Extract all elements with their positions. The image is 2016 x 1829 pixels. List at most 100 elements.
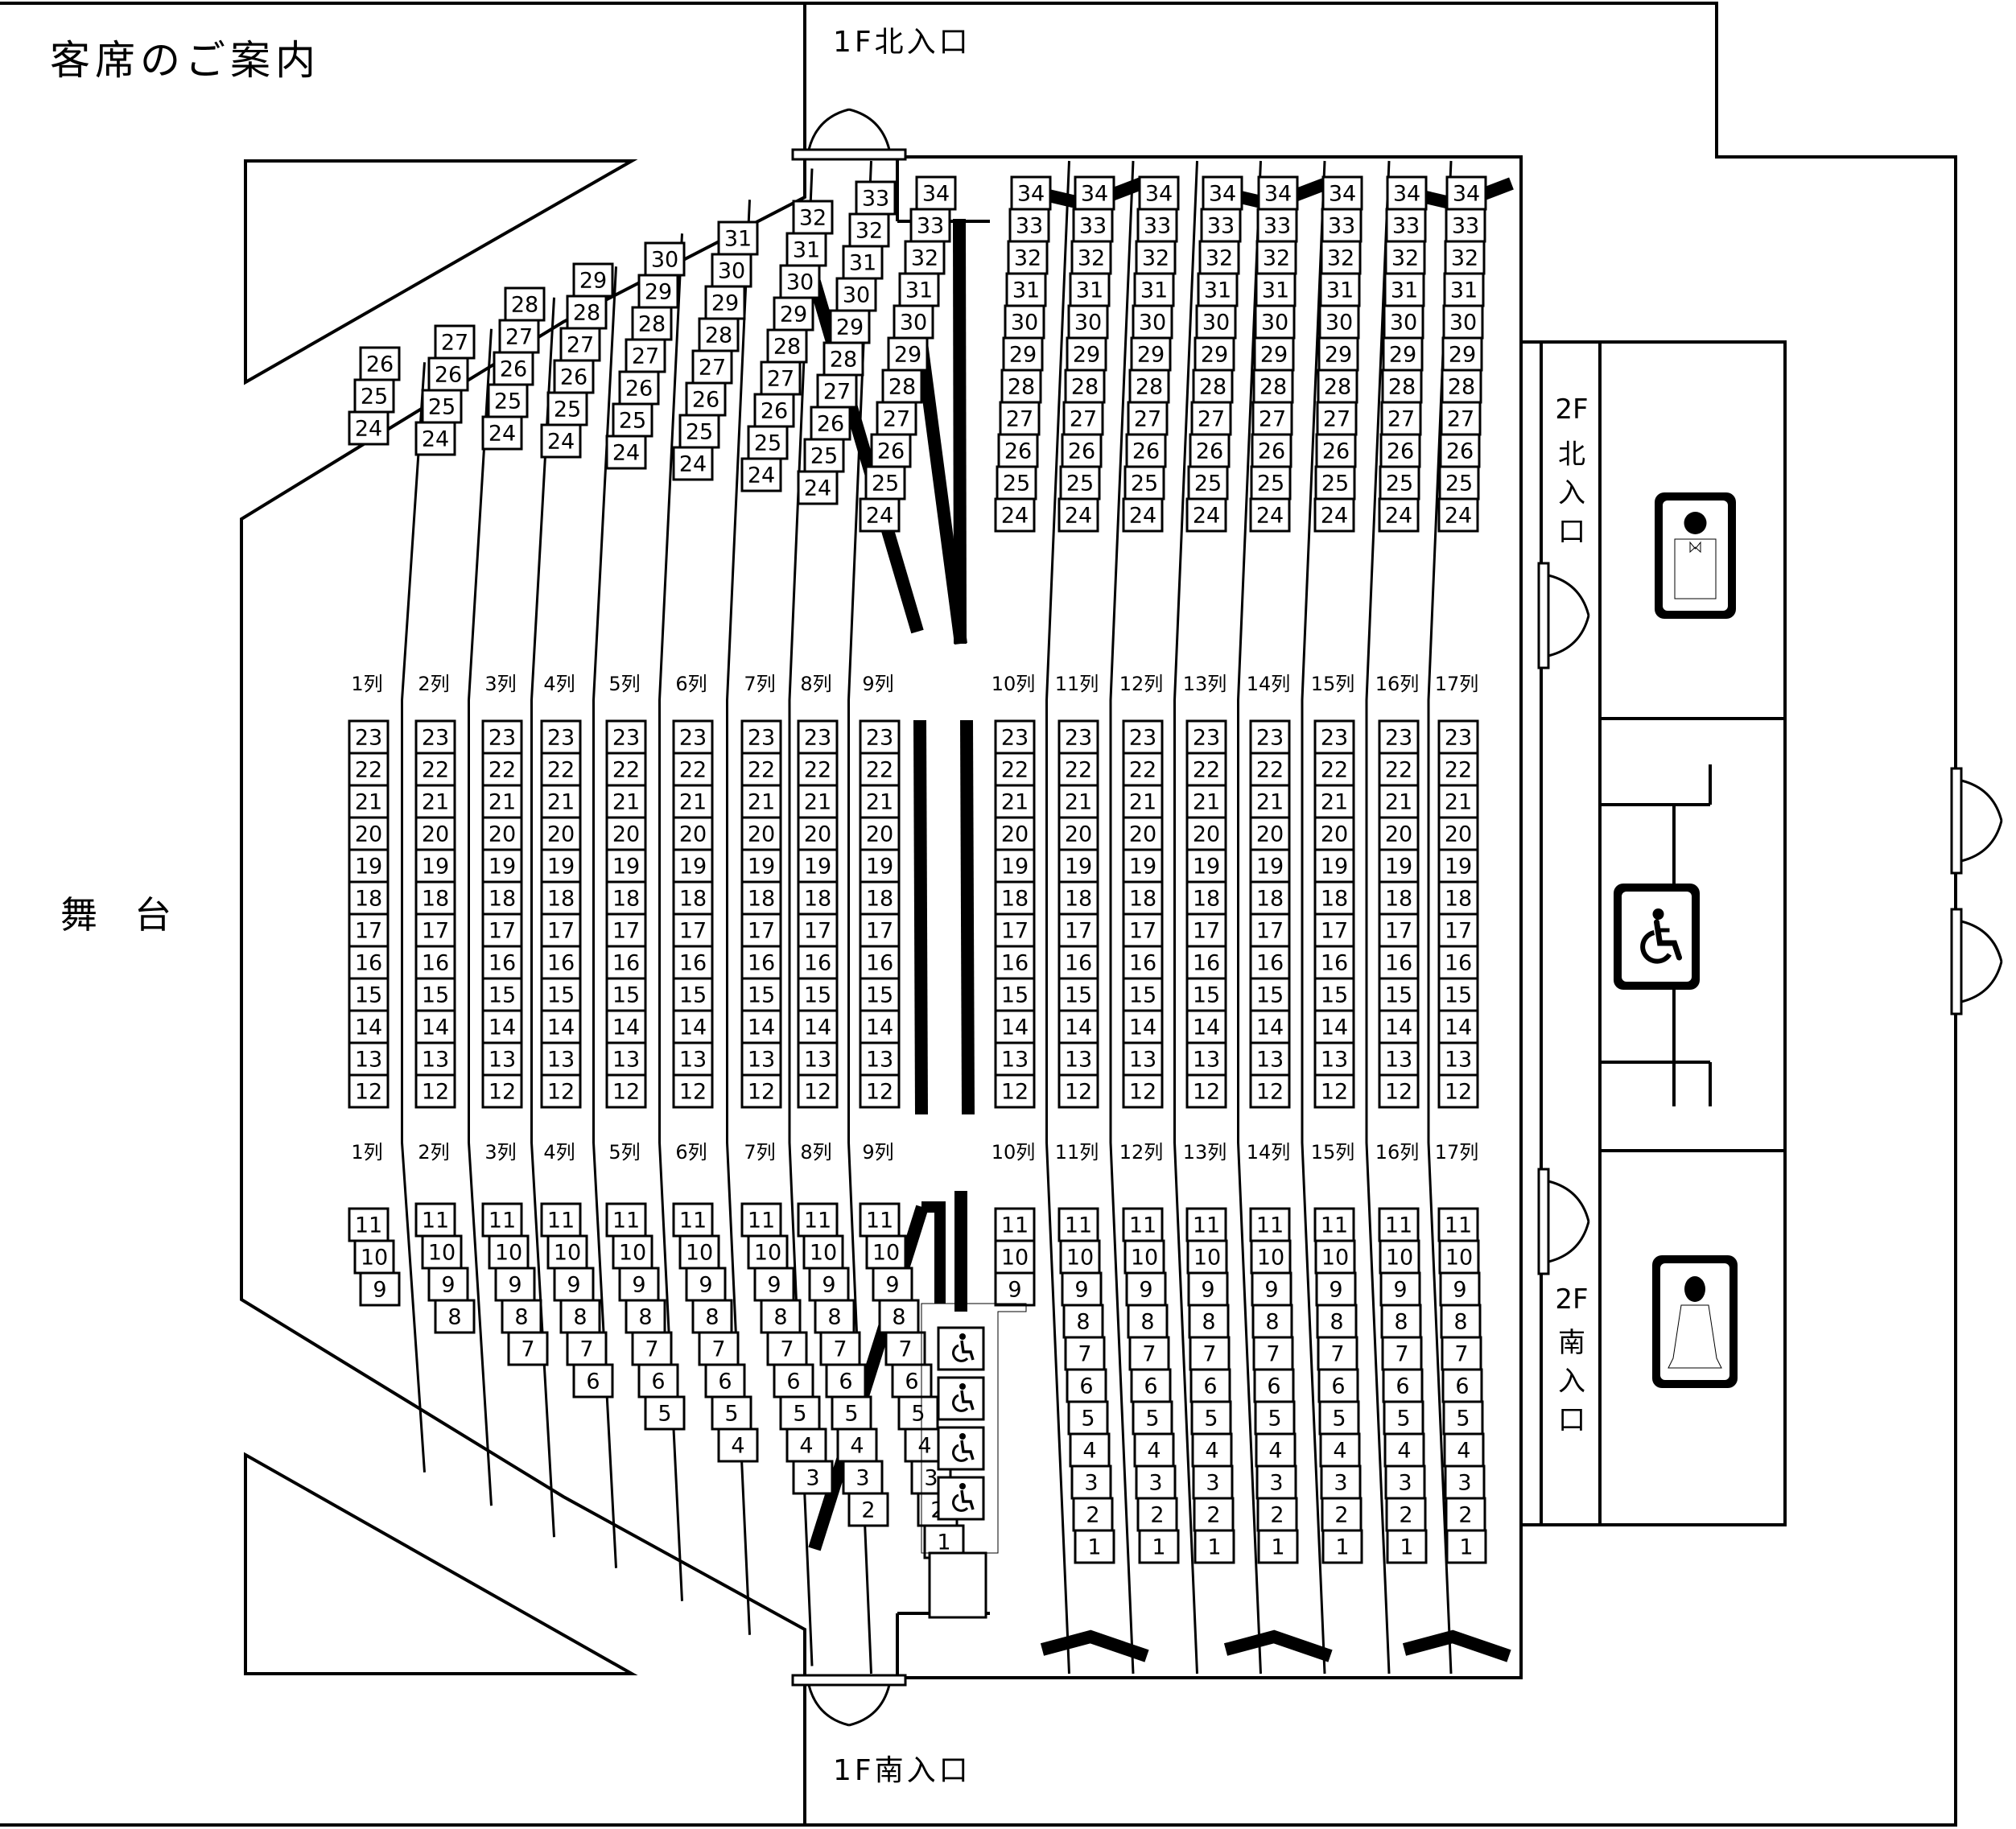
seat[interactable]: 10 (802, 1234, 844, 1270)
seat[interactable]: 31 (1255, 272, 1297, 307)
seat[interactable]: 15 (1313, 977, 1355, 1012)
seat[interactable]: 32 (1444, 240, 1486, 275)
seat[interactable]: 25 (1059, 465, 1101, 501)
seat[interactable]: 28 (766, 328, 808, 364)
seat[interactable]: 22 (414, 752, 456, 787)
seat[interactable]: 6 (1066, 1368, 1107, 1403)
seat[interactable]: 25 (803, 438, 845, 473)
seat[interactable]: 27 (1251, 401, 1293, 436)
seat[interactable]: 4 (836, 1427, 878, 1463)
seat[interactable]: 9 (1379, 1271, 1421, 1307)
seat[interactable]: 18 (859, 880, 901, 916)
seat[interactable]: 29 (1317, 336, 1359, 372)
seat[interactable]: 15 (348, 977, 390, 1012)
seat[interactable]: 9 (1061, 1271, 1103, 1307)
seat[interactable]: 12 (1313, 1073, 1355, 1109)
seat[interactable]: 18 (481, 880, 523, 916)
seat[interactable]: 24 (1378, 497, 1420, 533)
seat[interactable]: 14 (414, 1009, 456, 1044)
seat[interactable]: 3 (1192, 1464, 1234, 1500)
seat[interactable]: 25 (612, 402, 653, 438)
seat[interactable]: 23 (740, 719, 782, 755)
seat[interactable]: 7 (766, 1331, 808, 1366)
seat[interactable]: 11 (1437, 1207, 1479, 1242)
seat[interactable]: 25 (1438, 465, 1480, 501)
seat[interactable]: 6 (825, 1363, 867, 1399)
seat[interactable]: 13 (414, 1041, 456, 1077)
seat[interactable]: 19 (740, 848, 782, 884)
seat[interactable]: 9 (1251, 1271, 1292, 1307)
seat[interactable]: 21 (797, 784, 839, 819)
seat[interactable]: 22 (859, 752, 901, 787)
seat[interactable]: 26 (1061, 433, 1103, 468)
seat[interactable]: 22 (672, 752, 714, 787)
seat[interactable]: 21 (1185, 784, 1227, 819)
seat[interactable]: 21 (1378, 784, 1420, 819)
seat[interactable]: 18 (1057, 880, 1099, 916)
seat[interactable]: 14 (994, 1009, 1036, 1044)
seat[interactable]: 28 (1441, 369, 1482, 404)
seat[interactable]: 18 (1437, 880, 1479, 916)
seat[interactable]: 19 (859, 848, 901, 884)
seat[interactable]: 32 (904, 240, 946, 275)
seat[interactable]: 7 (819, 1331, 861, 1366)
seat[interactable]: 21 (672, 784, 714, 819)
seat[interactable]: 10 (747, 1234, 789, 1270)
seat[interactable]: 34 (1445, 175, 1487, 211)
seat[interactable]: 8 (1440, 1304, 1482, 1339)
seat[interactable]: 7 (631, 1331, 673, 1366)
seat[interactable]: 16 (348, 945, 390, 980)
seat[interactable]: 25 (864, 465, 906, 501)
seat[interactable]: 17 (797, 912, 839, 948)
seat[interactable]: 16 (1437, 945, 1479, 980)
seat[interactable]: 14 (605, 1009, 647, 1044)
seat[interactable]: 18 (540, 880, 582, 916)
seat[interactable]: 31 (1443, 272, 1485, 307)
seat[interactable]: 3 (842, 1460, 884, 1495)
seat[interactable]: 26 (493, 351, 534, 386)
seat[interactable]: 29 (887, 336, 929, 372)
seat[interactable]: 26 (618, 370, 660, 406)
seat[interactable]: 31 (1069, 272, 1111, 307)
seat[interactable]: 29 (1441, 336, 1483, 372)
seat[interactable]: 19 (1313, 848, 1355, 884)
seat[interactable]: 18 (672, 880, 714, 916)
seat[interactable]: 1 (1074, 1529, 1115, 1564)
seat[interactable]: 10 (421, 1234, 463, 1270)
seat[interactable]: 27 (1062, 401, 1104, 436)
seat[interactable]: 27 (434, 324, 476, 360)
seat[interactable]: 13 (797, 1041, 839, 1077)
seat[interactable]: 12 (740, 1073, 782, 1109)
seat[interactable]: 10 (1059, 1239, 1101, 1275)
seat[interactable]: 7 (1189, 1336, 1231, 1371)
seat[interactable]: 34 (1257, 175, 1299, 211)
seat[interactable]: 25 (678, 414, 720, 449)
seat[interactable]: 2 (1445, 1497, 1486, 1532)
seat[interactable]: 22 (1313, 752, 1355, 787)
seat[interactable]: 25 (747, 425, 789, 460)
seat[interactable]: 11 (481, 1202, 523, 1238)
seat[interactable]: 16 (414, 945, 456, 980)
seat[interactable]: 26 (1125, 433, 1167, 468)
seat[interactable]: 28 (631, 306, 673, 341)
seat[interactable]: 12 (414, 1073, 456, 1109)
seat[interactable]: 7 (698, 1331, 740, 1366)
seat[interactable]: 15 (481, 977, 523, 1012)
seat[interactable]: 27 (1440, 401, 1482, 436)
seat[interactable]: 9 (359, 1271, 401, 1307)
seat[interactable]: 16 (740, 945, 782, 980)
seat[interactable]: 26 (810, 406, 851, 441)
seat[interactable]: 10 (1186, 1239, 1228, 1275)
seat[interactable]: 18 (414, 880, 456, 916)
seat[interactable]: 1 (1138, 1529, 1180, 1564)
seat[interactable]: 9 (872, 1267, 913, 1302)
seat[interactable]: 10 (865, 1234, 907, 1270)
seat[interactable]: 24 (740, 457, 782, 492)
seat[interactable]: 6 (1317, 1368, 1359, 1403)
seat[interactable]: 15 (1057, 977, 1099, 1012)
seat[interactable]: 33 (1256, 208, 1298, 243)
seat[interactable]: 3 (1070, 1464, 1112, 1500)
seat[interactable]: 10 (546, 1234, 588, 1270)
seat[interactable]: 11 (740, 1202, 782, 1238)
seat[interactable]: 15 (740, 977, 782, 1012)
